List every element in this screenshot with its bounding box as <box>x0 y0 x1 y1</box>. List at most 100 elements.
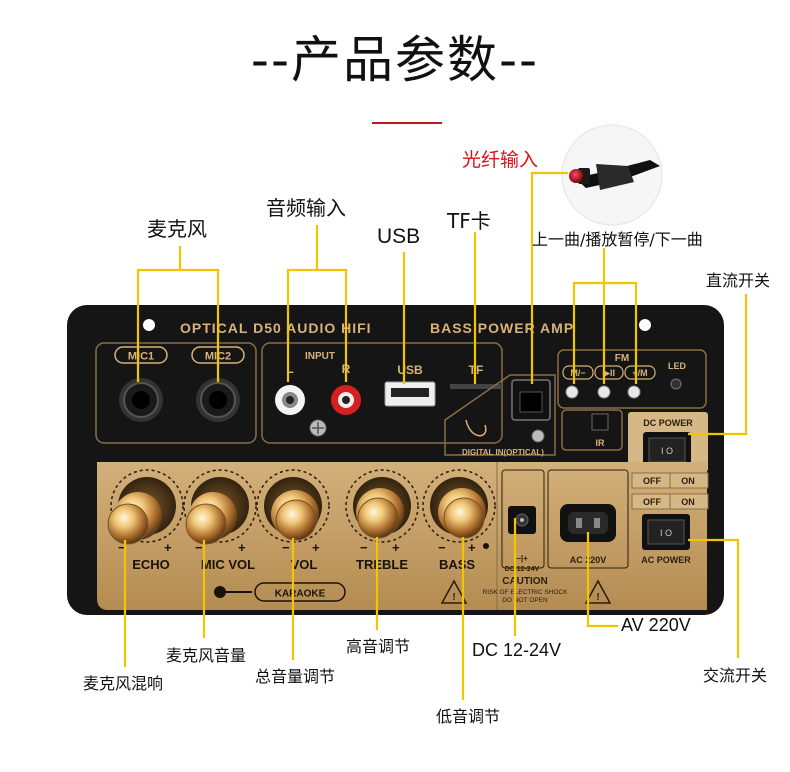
callout-mic-vol: 麦克风音量 <box>166 646 247 665</box>
input-section-frame <box>261 342 503 444</box>
panel-dot <box>483 543 489 549</box>
echo-knob[interactable] <box>107 477 176 545</box>
caution-line2: DO NOT OPEN <box>502 597 548 604</box>
optical-cable-icon <box>465 419 487 437</box>
optical-port[interactable] <box>511 379 551 421</box>
vol-plus: + <box>312 540 320 555</box>
dc-jack-label: DC 12-24V <box>505 566 540 573</box>
treble-label: TREBLE <box>356 557 408 572</box>
echo-plus: + <box>164 540 172 555</box>
callout-tf: TF卡 <box>447 209 491 233</box>
page-title: --产品参数-- <box>250 31 540 89</box>
echo-minus: − <box>118 540 126 555</box>
btn-prev[interactable] <box>565 385 579 399</box>
svg-text:!: ! <box>452 592 455 603</box>
callout-optical-in: 光纤输入 <box>462 149 539 171</box>
bass-minus: − <box>438 540 446 555</box>
fm-label: FM <box>615 353 629 364</box>
warning-triangle-icon <box>584 579 612 604</box>
btn-play-badge <box>594 365 624 380</box>
callout-ac-switch: 交流开关 <box>703 666 768 685</box>
ac-off-label: OFF <box>643 497 661 507</box>
title-underline <box>372 122 442 124</box>
treble-knob[interactable] <box>353 477 411 539</box>
digital-in-label: DIGITAL IN(OPTICAL) <box>462 448 544 457</box>
mic2-jack[interactable] <box>196 378 240 422</box>
tf-slot[interactable] <box>450 384 502 389</box>
btn-next-badge <box>624 365 656 380</box>
treble-plus: + <box>392 540 400 555</box>
callout-lines <box>123 171 748 700</box>
optical-section-frame <box>444 374 556 456</box>
btn-play[interactable] <box>597 385 611 399</box>
ir-label: IR <box>596 438 606 448</box>
callout-bass: 低音调节 <box>436 707 501 726</box>
mic-section-frame <box>95 342 257 444</box>
ac-on-label: ON <box>681 497 695 507</box>
rca-right-jack[interactable] <box>331 385 361 415</box>
led-label: LED <box>668 361 687 371</box>
board-label-left: OPTICAL D50 AUDIO HIFI <box>180 320 372 336</box>
svg-text:I O: I O <box>661 446 673 456</box>
usb-port[interactable] <box>384 381 436 407</box>
optical-plug-icon <box>569 160 660 190</box>
dc-on-label: ON <box>681 476 695 486</box>
svg-text:I O: I O <box>660 528 672 538</box>
callout-ac-input: AV 220V <box>621 615 691 635</box>
callout-track-controls: 上一曲/播放暂停/下一曲 <box>532 230 703 249</box>
mount-hole <box>143 319 155 331</box>
dc-power-switch[interactable]: I O <box>643 432 691 468</box>
echo-label: ECHO <box>132 557 170 572</box>
dc-jack-frame <box>501 469 545 569</box>
btn-play-label: ▶II <box>602 368 615 378</box>
btn-next-label: +/M <box>632 368 647 378</box>
mic1-label: MIC1 <box>128 351 154 363</box>
mic1-jack[interactable] <box>119 378 163 422</box>
mic-vol-label: MIC VOL <box>201 557 255 572</box>
dc-jack-polarity: −|+ <box>516 554 528 563</box>
mount-hole <box>639 319 651 331</box>
input-l-label: L <box>286 362 293 376</box>
mic1-badge <box>114 346 168 364</box>
ir-receiver <box>591 413 609 431</box>
vol-label: VOL <box>291 557 318 572</box>
caution-title: CAUTION <box>502 576 548 587</box>
btn-prev-badge <box>562 365 594 380</box>
ac-socket[interactable] <box>560 504 616 542</box>
dc-power-label: DC POWER <box>643 418 693 428</box>
fm-section-frame <box>557 349 707 409</box>
callout-usb: USB <box>377 225 421 248</box>
dc-jack[interactable] <box>508 506 536 534</box>
callout-echo: 麦克风混响 <box>83 674 164 693</box>
callout-dc-input: DC 12-24V <box>472 640 562 660</box>
dc-off-label: OFF <box>643 476 661 486</box>
optical-screw <box>531 429 545 443</box>
vol-minus: − <box>282 540 290 555</box>
bass-label: BASS <box>439 557 475 572</box>
board-label-right: BASS POWER AMP <box>430 320 574 336</box>
ir-section-frame <box>561 409 623 451</box>
mic-vol-plus: + <box>238 540 246 555</box>
led-indicator <box>670 378 682 390</box>
callout-mic: 麦克风 <box>147 217 207 241</box>
callout-audio-in: 音频输入 <box>266 196 346 220</box>
bass-plus: + <box>468 540 476 555</box>
caution-line1: RISK OF ELECTRIC SHOCK <box>483 589 569 596</box>
treble-minus: − <box>360 540 368 555</box>
svg-text:!: ! <box>596 592 599 603</box>
rca-left-jack[interactable] <box>275 385 305 415</box>
input-label: INPUT <box>305 351 335 362</box>
ac-power-switch[interactable]: I O <box>642 514 690 550</box>
btn-prev-label: M/− <box>570 368 585 378</box>
vol-knob[interactable] <box>264 477 322 541</box>
mic-vol-minus: − <box>195 540 203 555</box>
warning-triangle-icon <box>440 579 468 604</box>
callout-master-vol: 总音量调节 <box>255 667 336 686</box>
usb-port-label: USB <box>397 363 423 377</box>
btn-next[interactable] <box>627 385 641 399</box>
bass-knob[interactable] <box>430 477 488 539</box>
mic-vol-knob[interactable] <box>185 477 249 545</box>
karaoke-label: KARAOKE <box>275 589 326 600</box>
